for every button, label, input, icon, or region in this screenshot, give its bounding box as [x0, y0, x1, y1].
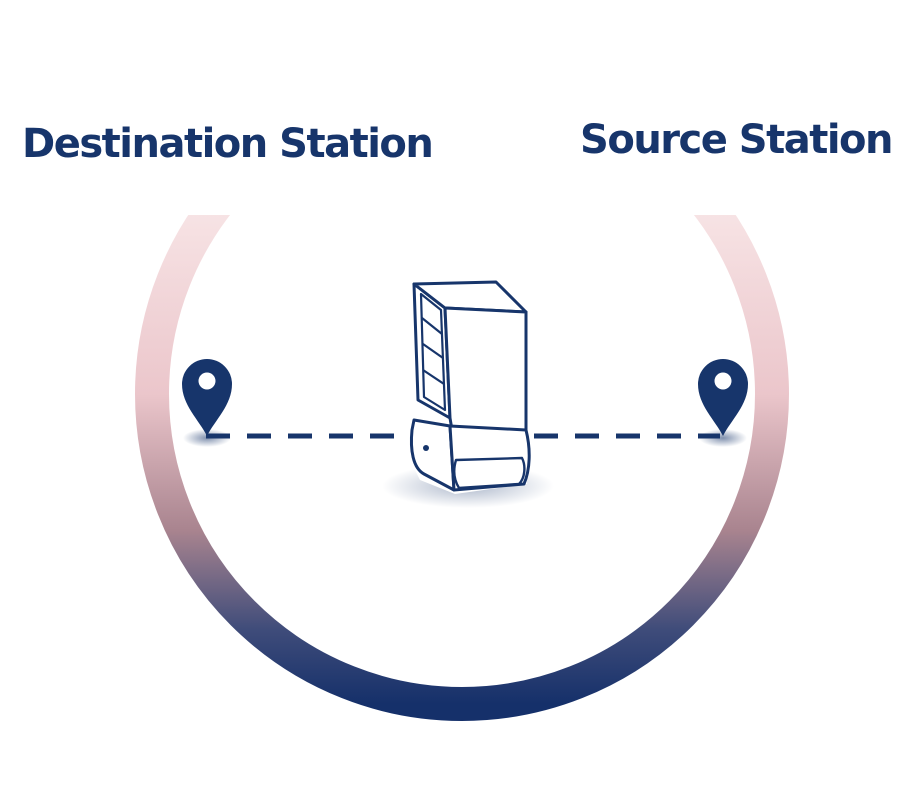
route-ring	[135, 67, 789, 721]
delivery-robot-icon	[382, 280, 554, 508]
destination-pin-icon	[182, 359, 232, 447]
source-pin-icon	[698, 359, 748, 447]
source-station-label: Source Station	[580, 117, 893, 163]
destination-station-label: Destination Station	[22, 121, 434, 167]
